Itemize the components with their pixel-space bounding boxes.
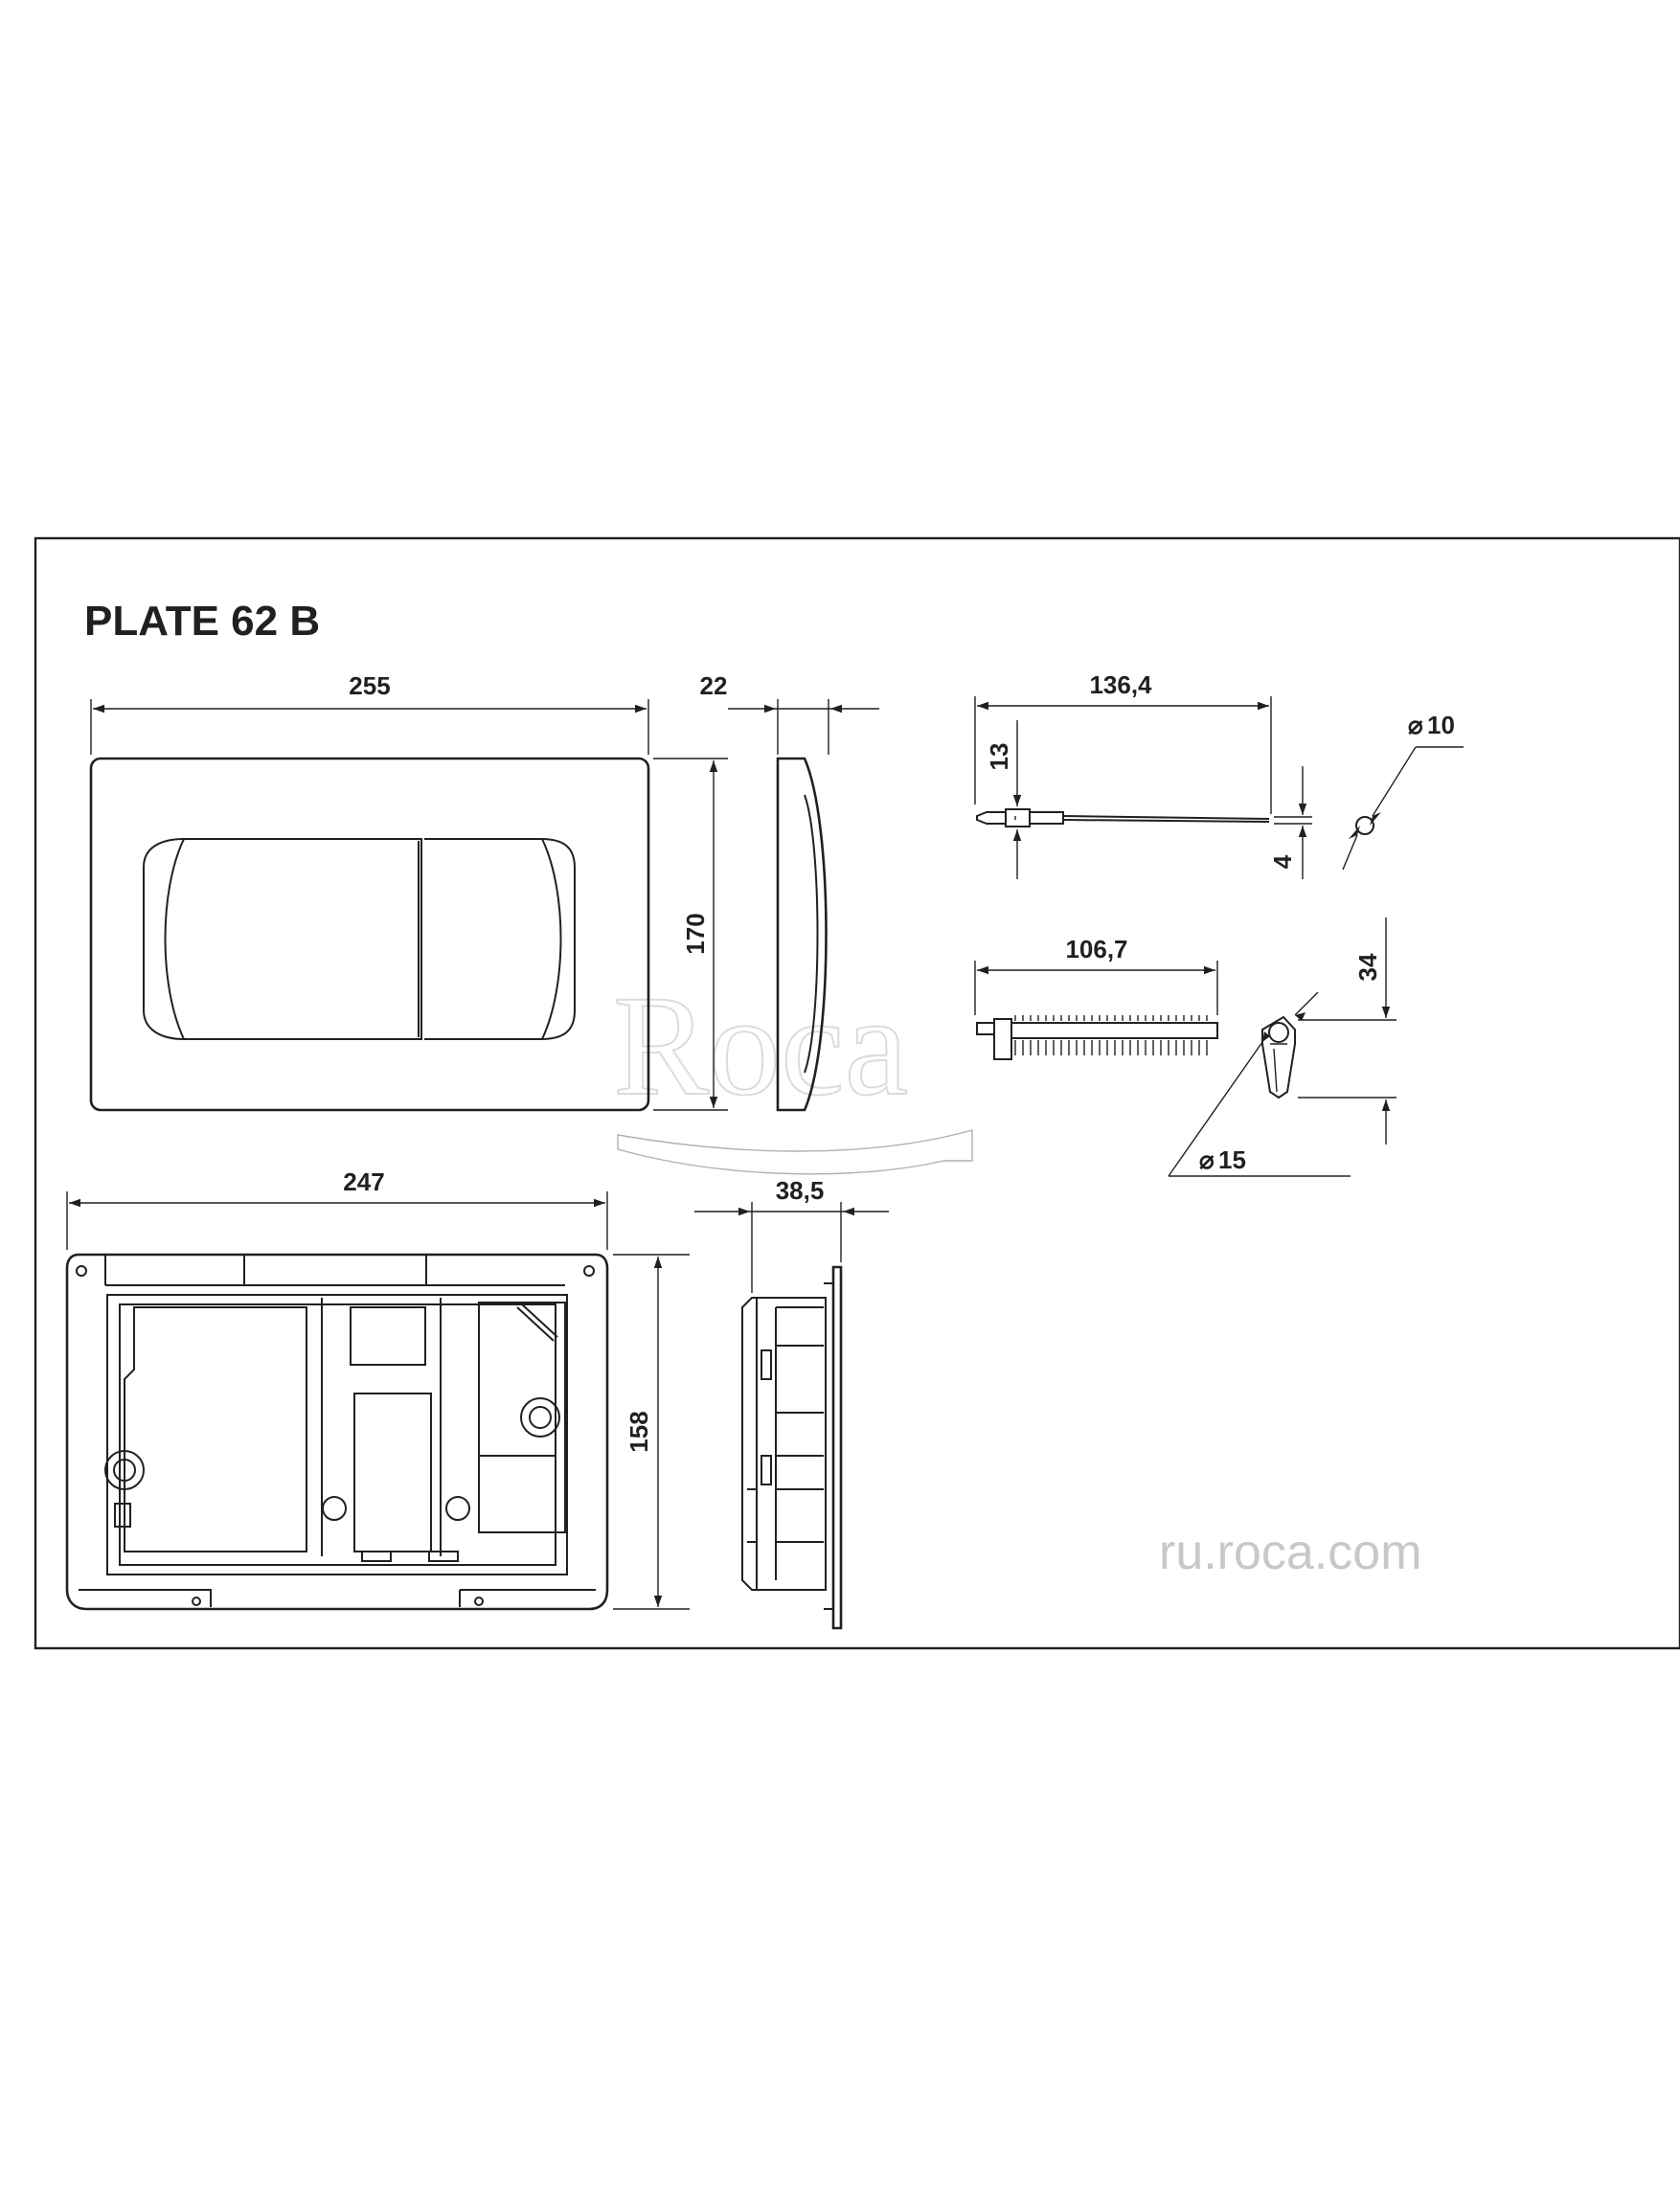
dim-plate-depth: 22 — [700, 671, 879, 755]
diameter-symbol: ⌀ — [1408, 711, 1423, 739]
drawing-title: PLATE 62 B — [84, 598, 320, 645]
dim-rod-2-length-label: 106,7 — [1065, 935, 1127, 963]
dim-plate-depth-label: 22 — [700, 671, 728, 700]
roca-watermark: Roca — [612, 965, 973, 1175]
dim-plate-height: 170 — [653, 758, 728, 1111]
rod-2-view — [976, 1015, 1218, 1060]
rod-1-end-view — [1342, 746, 1464, 871]
dim-rod-1-thread: 4 — [1268, 766, 1312, 879]
dim-frame-height-label: 158 — [624, 1411, 653, 1452]
dim-plate-width: 255 — [90, 671, 649, 755]
dim-rod-1-length: 136,4 — [974, 670, 1272, 814]
dim-plate-width-label: 255 — [349, 671, 390, 700]
dim-rod-1-diameter-label: 10 — [1427, 711, 1455, 739]
dim-rod-1-length-label: 136,4 — [1089, 670, 1152, 699]
drawing-border — [34, 536, 1680, 1650]
dim-rod-2-diameter-label: 15 — [1218, 1145, 1246, 1174]
roca-watermark-text: Roca — [613, 966, 908, 1125]
frame-side-view — [741, 1265, 843, 1630]
dim-rod-2-height: 34 — [1298, 918, 1396, 1144]
dim-plate-height-label: 170 — [681, 913, 710, 954]
rod-2-end-view — [1261, 1015, 1296, 1099]
dim-rod-2-height-label: 34 — [1353, 953, 1382, 981]
dim-rod-1-thread-label: 4 — [1268, 854, 1297, 869]
dim-frame-height: 158 — [613, 1254, 690, 1610]
frame-front-view — [65, 1253, 609, 1611]
dim-frame-depth-label: 38,5 — [776, 1176, 825, 1205]
plate-front-view — [89, 757, 650, 1112]
rod-1-view — [976, 808, 1270, 827]
dim-frame-width-label: 247 — [343, 1167, 384, 1196]
diameter-symbol-2: ⌀ — [1199, 1145, 1215, 1174]
website-url: ru.roca.com — [1159, 1525, 1422, 1580]
dim-rod-1-head-label: 13 — [985, 743, 1013, 771]
dim-rod-2-diameter: ⌀ 15 — [1168, 991, 1351, 1177]
dim-rod-2-length: 106,7 — [974, 935, 1218, 1015]
plate-side-view — [776, 757, 828, 1112]
dim-rod-1-diameter: ⌀ 10 — [1408, 711, 1455, 739]
dim-rod-1-head: 13 — [985, 720, 1022, 879]
dim-frame-width: 247 — [66, 1167, 608, 1250]
dim-frame-depth: 38,5 — [694, 1176, 889, 1293]
